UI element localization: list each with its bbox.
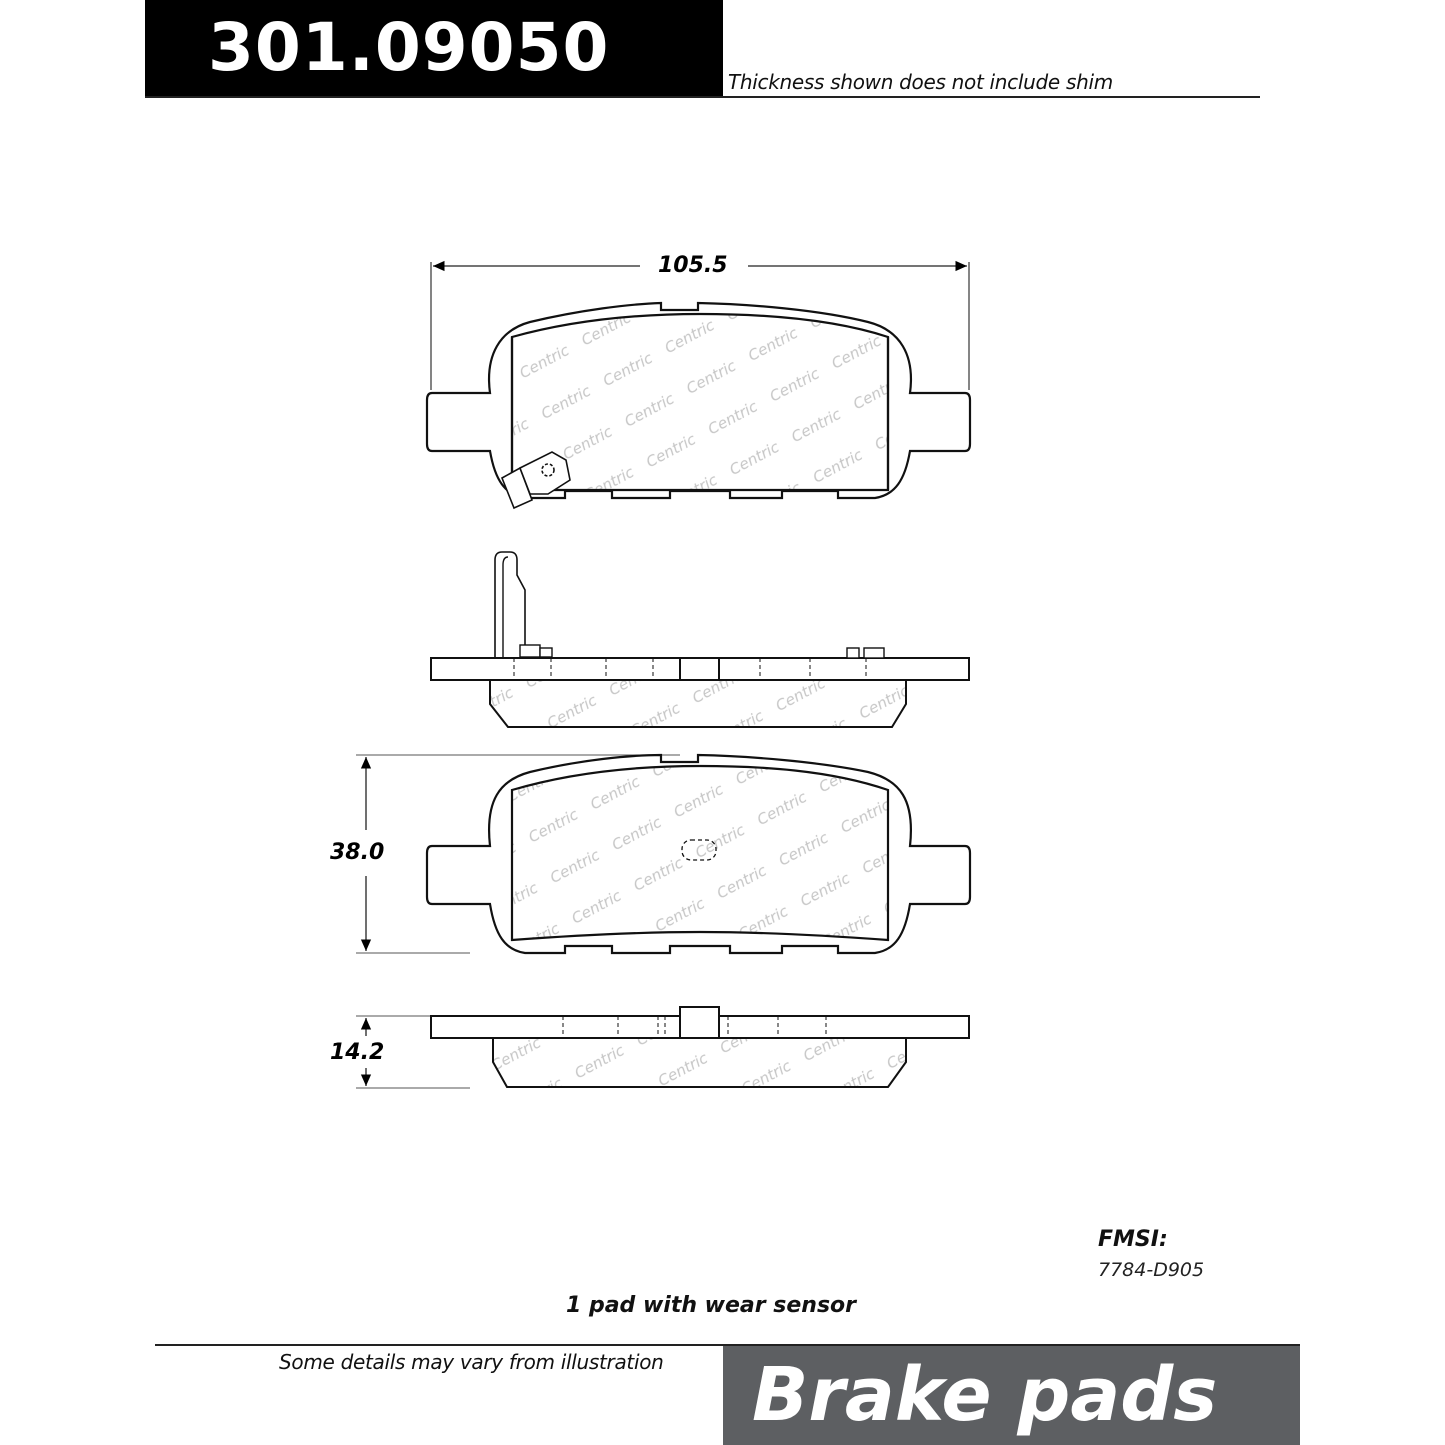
pad-front-view-sensor	[425, 301, 972, 500]
height-dimension	[356, 754, 680, 954]
category-label: Brake pads	[752, 1352, 1218, 1438]
pad-front-view	[425, 753, 972, 955]
wear-sensor-clip	[500, 451, 571, 510]
height-dimension-label: 38.0	[330, 840, 385, 865]
part-number: 301.09050	[208, 9, 610, 86]
header-divider	[145, 96, 1260, 98]
thickness-dimension	[356, 1015, 470, 1089]
width-dimension-label: 105.5	[658, 253, 728, 278]
wear-sensor-note: 1 pad with wear sensor	[566, 1293, 857, 1318]
thickness-note: Thickness shown does not include shim	[728, 70, 1113, 94]
width-dimension	[430, 260, 970, 390]
pad-side-view-sensor	[430, 551, 970, 728]
pad-side-view	[430, 1006, 970, 1088]
fmsi-label: FMSI:	[1098, 1227, 1168, 1252]
thickness-dimension-label: 14.2	[330, 1040, 385, 1065]
header-block	[145, 0, 723, 97]
footer-block	[723, 1346, 1300, 1445]
disclaimer-note: Some details may vary from illustration	[279, 1350, 664, 1374]
fmsi-code: 7784-D905	[1098, 1259, 1205, 1281]
footer-divider	[155, 1344, 1300, 1346]
